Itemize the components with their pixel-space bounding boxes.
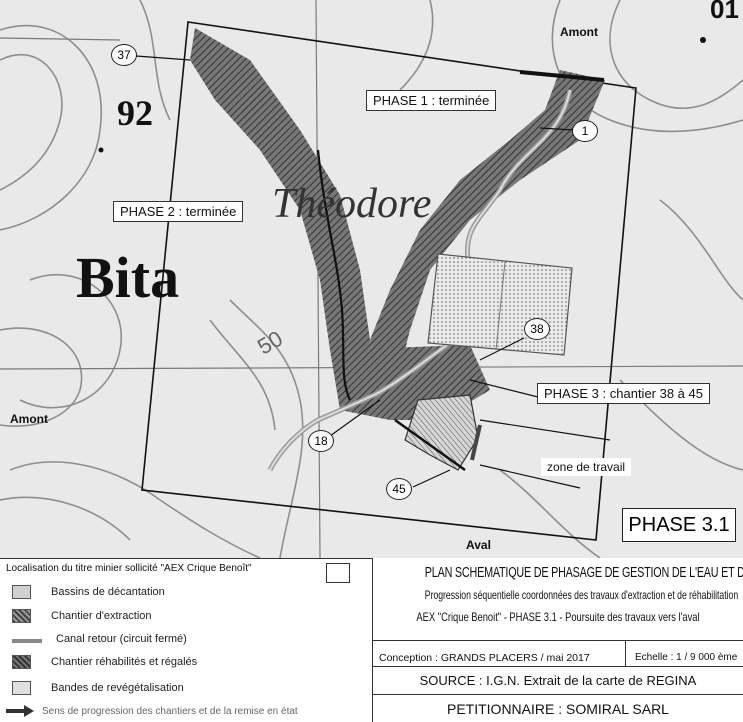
- work-zone-label: zone de travail: [541, 458, 632, 476]
- petitionnaire-text: PETITIONNAIRE : SOMIRAL SARL: [447, 701, 669, 717]
- legend-item: Chantier d'extraction: [12, 609, 152, 623]
- marker-1: 1: [572, 120, 598, 142]
- location-square-icon: [326, 563, 350, 583]
- place-label-theodore: Théodore: [272, 181, 432, 227]
- marker-38: 38: [524, 318, 550, 340]
- label-aval: Aval: [466, 538, 491, 552]
- marker-18: 18: [308, 430, 334, 452]
- label-fragment-top-right: 01: [710, 0, 739, 24]
- label-amont-left: Amont: [10, 412, 48, 426]
- legend-item: Sens de progression des chantiers et de …: [6, 705, 298, 717]
- settling-basin: [427, 253, 573, 356]
- scale-text: Echelle : 1 / 9 000 ème: [635, 652, 738, 663]
- contour-lines: [0, 0, 743, 558]
- legend-panel: Localisation du titre minier sollicité "…: [0, 558, 373, 722]
- marker-45: 45: [386, 478, 412, 500]
- phase31-badge: PHASE 3.1: [622, 508, 736, 542]
- swatch-canal-icon: [12, 639, 42, 643]
- swatch-rehabilitated-icon: [12, 655, 31, 669]
- label-amont-top: Amont: [560, 25, 598, 39]
- legend-title: Localisation du titre minier sollicité "…: [6, 563, 252, 574]
- title-block: PLAN SCHEMATIQUE DE PHASAGE DE GESTION D…: [373, 558, 743, 722]
- phase2-label: PHASE 2 : terminée: [113, 201, 244, 222]
- plan-title: PLAN SCHEMATIQUE DE PHASAGE DE GESTION D…: [424, 564, 743, 581]
- legend-item: Bassins de décantation: [12, 585, 165, 599]
- arrow-right-icon: [6, 705, 34, 717]
- plan-subtitle: Progression séquentielle coordonnées des…: [424, 588, 739, 602]
- elevation-label-92: 92: [117, 93, 153, 133]
- legend-item: Canal retour (circuit fermé): [12, 633, 187, 645]
- swatch-extraction-icon: [12, 609, 31, 623]
- phase1-label: PHASE 1 : terminée: [366, 90, 497, 111]
- marker-37: 37: [111, 44, 137, 66]
- phase-boundary: [141, 21, 637, 541]
- legend-item: Bandes de revégétalisation: [12, 681, 184, 695]
- place-label-bita: Bita: [76, 245, 180, 310]
- leader-lines: [135, 55, 611, 489]
- canal-line: [316, 149, 351, 401]
- plan-subtitle-2: AEX "Crique Benoit" - PHASE 3.1 - Poursu…: [416, 610, 700, 624]
- swatch-revegetation-icon: [12, 681, 31, 695]
- source-text: SOURCE : I.G.N. Extrait de la carte de R…: [419, 673, 697, 688]
- phase3-label: PHASE 3 : chantier 38 à 45: [537, 383, 710, 404]
- legend-item: Chantier réhabilités et régalés: [12, 655, 197, 669]
- work-zone: [404, 394, 479, 471]
- conception-text: Conception : GRANDS PLACERS / mai 2017: [379, 652, 590, 664]
- swatch-basin-icon: [12, 585, 31, 599]
